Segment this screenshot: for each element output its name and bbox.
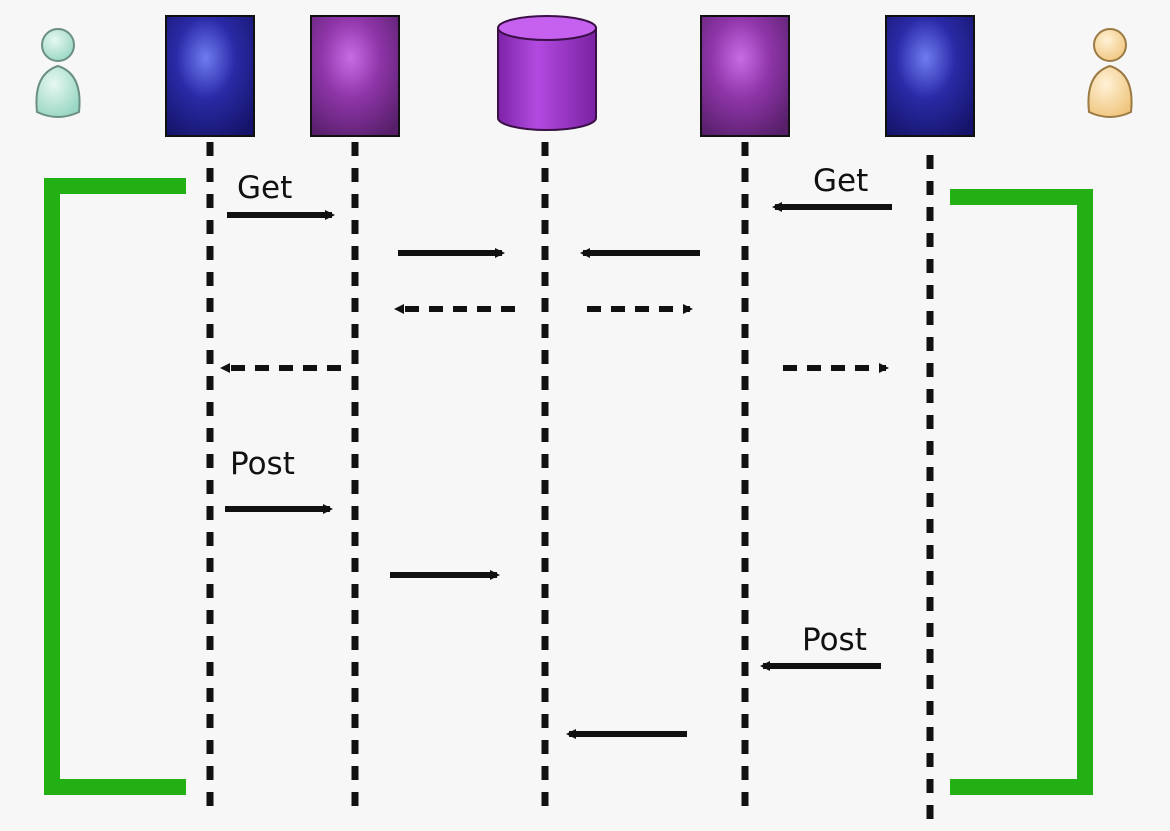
server-left-box-icon [310, 15, 400, 137]
lifelines [206, 142, 934, 826]
server-right-box-icon [700, 15, 790, 137]
post-right-label: Post [802, 622, 867, 658]
client-left-box-icon [165, 15, 255, 137]
get-right-label: Get [813, 163, 868, 199]
get-left-label: Get [237, 170, 292, 206]
left-transaction-bracket [44, 178, 186, 795]
database-icon [497, 15, 597, 131]
user-right-icon [1087, 28, 1133, 118]
client-right-box-icon [885, 15, 975, 137]
right-transaction-bracket [950, 189, 1093, 795]
post-left-label: Post [230, 446, 295, 482]
user-left-icon [35, 28, 81, 118]
messages [220, 202, 892, 739]
